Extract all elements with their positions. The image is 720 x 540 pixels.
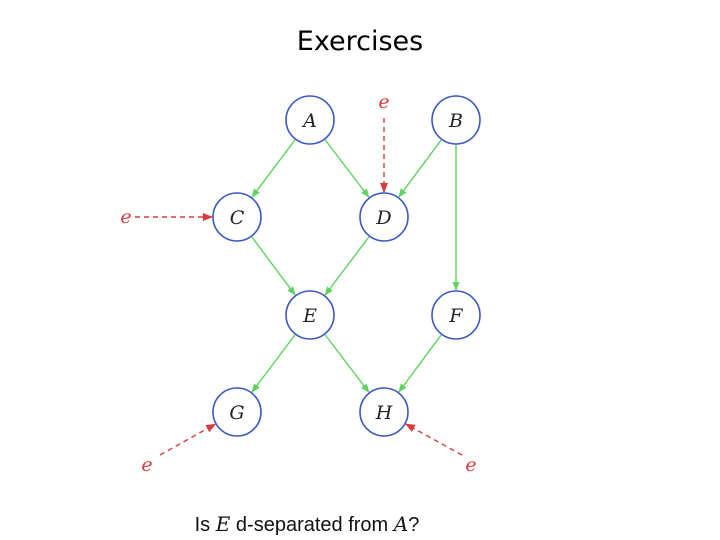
question-variable-e: E: [215, 512, 231, 536]
node-b: B: [431, 95, 481, 145]
edge-d-to-e: [324, 236, 370, 296]
evidence-label-g: e: [141, 454, 152, 476]
node-label: A: [301, 110, 317, 132]
edge-f-to-h: [398, 334, 442, 393]
slide-title: Exercises: [296, 26, 424, 57]
node-label: F: [448, 305, 463, 327]
node-circle: [285, 95, 335, 145]
question-text: Is E d-separated from A?: [0, 512, 614, 537]
question-middle: d-separated from: [230, 514, 394, 536]
edge-c-to-e: [251, 236, 296, 296]
edge-e-to-g: [251, 334, 296, 393]
node-label: E: [302, 305, 317, 327]
node-circle: [285, 290, 335, 340]
edge-a-to-c: [251, 139, 296, 198]
node-c: C: [212, 192, 262, 242]
node-label: D: [375, 207, 391, 229]
node-label: B: [448, 110, 463, 132]
node-e: E: [285, 290, 335, 340]
node-g: G: [212, 387, 262, 437]
question-prefix: Is: [194, 514, 216, 536]
node-label: G: [229, 402, 244, 424]
question-suffix: ?: [408, 514, 420, 536]
evidence-arrow-to-h: [405, 423, 463, 456]
node-f: F: [431, 290, 481, 340]
node-d: D: [359, 192, 409, 242]
evidence-arrow-to-g: [159, 423, 217, 456]
node-circle: [431, 95, 481, 145]
node-circle: [212, 387, 262, 437]
edge-e-to-h: [324, 334, 370, 393]
node-a: A: [285, 95, 335, 145]
node-circle: [359, 387, 409, 437]
node-label: H: [375, 402, 393, 424]
question-variable-a: A: [393, 512, 409, 536]
node-circle: [212, 192, 262, 242]
evidence-label-d: e: [378, 91, 389, 113]
node-circle: [359, 192, 409, 242]
node-label: C: [230, 207, 245, 229]
edge-a-to-d: [324, 139, 370, 198]
node-circle: [431, 290, 481, 340]
evidence-label-h: e: [465, 454, 476, 476]
node-h: H: [359, 387, 409, 437]
edge-b-to-d: [398, 139, 442, 198]
evidence-label-c: e: [120, 206, 131, 228]
